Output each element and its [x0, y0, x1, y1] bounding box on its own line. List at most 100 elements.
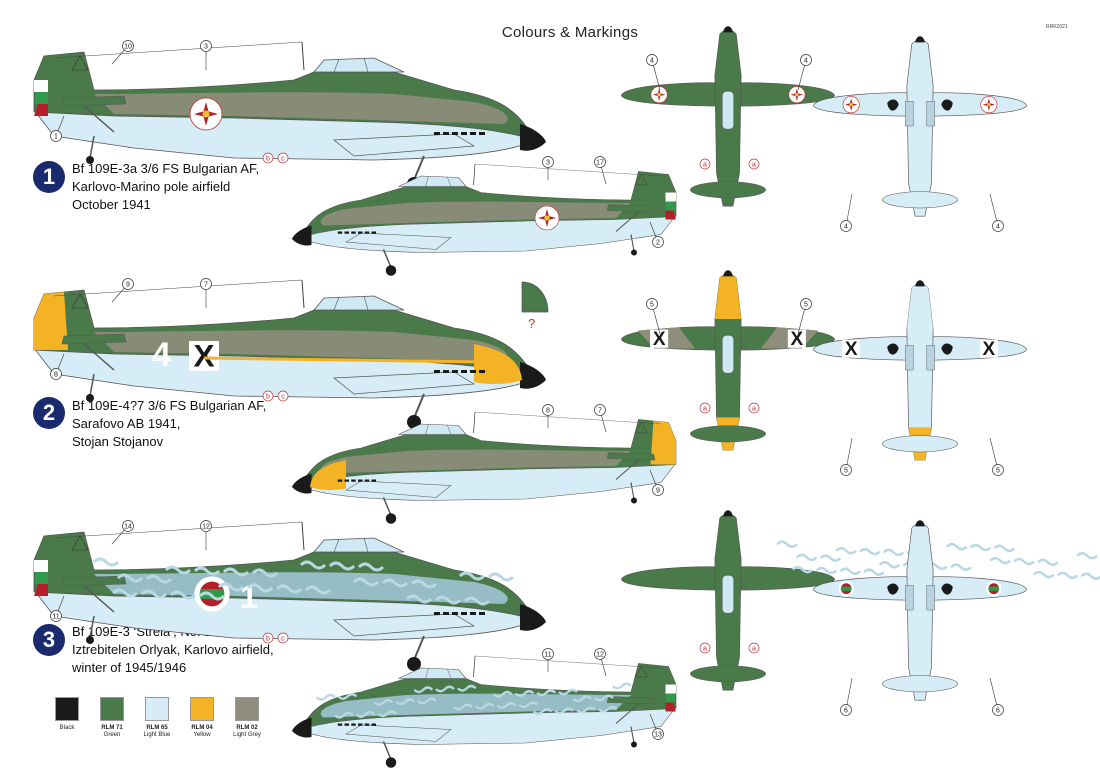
callout-c-label: c	[281, 393, 285, 400]
callout-a-2-label: a	[752, 405, 756, 412]
tail-wheel	[631, 497, 637, 504]
exhaust-stub	[461, 612, 467, 615]
camo-squiggle	[514, 690, 535, 697]
wing-cross: X	[791, 329, 804, 350]
scheme-3-upper-view	[621, 510, 1100, 691]
canopy-frame	[425, 667, 429, 679]
camo-squiggle	[1056, 571, 1079, 580]
callout-left-1	[122, 520, 134, 532]
wing-cross: X	[653, 329, 666, 350]
camo-squiggle	[1013, 557, 1035, 566]
tail-strut	[83, 343, 115, 371]
exhaust-stub	[364, 479, 370, 482]
camo-squiggle	[576, 706, 596, 714]
rudder-stripe	[34, 584, 48, 596]
canopy	[721, 575, 735, 614]
camo-squiggle	[819, 554, 842, 562]
callout-c	[277, 152, 289, 164]
camo-squiggle	[989, 556, 1011, 565]
callout-left-1	[122, 40, 134, 52]
callout-bottom-2	[992, 704, 1004, 716]
antenna-mast	[301, 41, 305, 71]
callout-top-1-label: 5	[650, 301, 654, 308]
camo-squiggle	[333, 711, 354, 719]
spinner	[292, 473, 312, 494]
callout-b-label: b	[266, 393, 270, 400]
scheme-1-badge: 1	[33, 161, 65, 193]
rudder-stripe	[34, 560, 48, 572]
callout-bottom-1	[840, 464, 852, 476]
camo-squiggle	[878, 561, 901, 569]
tailplane	[881, 675, 959, 693]
canopy-frame	[333, 538, 340, 553]
callout-bottom-1-label: 5	[844, 467, 848, 474]
tailplane	[61, 575, 127, 587]
callout-top-1-label: 4	[650, 57, 654, 64]
radiator	[905, 585, 914, 611]
main-gear-leg	[382, 741, 392, 760]
camo-squiggle	[1032, 570, 1055, 579]
callout-right-3	[652, 236, 664, 248]
rudder-stripe	[34, 92, 48, 104]
callout-left-2-label: 3	[204, 43, 208, 50]
scheme-3-lower-view	[813, 520, 1027, 701]
callout-b-label: b	[266, 155, 270, 162]
exhaust-stub	[479, 612, 485, 615]
antenna-wire	[474, 655, 662, 669]
canopy	[313, 537, 405, 553]
legend-swatch-rlm65: RLM 65 Light Blue	[142, 697, 172, 745]
exhaust-stub	[470, 370, 476, 373]
camo-squiggle	[463, 596, 491, 606]
antenna-mast	[473, 655, 476, 678]
callout-bottom-2	[992, 464, 1004, 476]
exhaust-stub	[371, 723, 376, 726]
camo-squiggle	[355, 711, 376, 718]
legend-swatch-rlm04: RLM 04 Yellow	[187, 697, 217, 745]
tailplane	[61, 333, 127, 345]
rudder-stripe	[34, 104, 48, 116]
main-gear-leg	[382, 249, 392, 268]
tailplane	[689, 181, 767, 199]
canopy-frame	[363, 537, 369, 553]
callout-a-1	[699, 402, 711, 414]
wing-roundel-center	[849, 102, 853, 107]
callout-right-2	[594, 648, 606, 660]
tailplane	[606, 696, 656, 705]
canopy-frame	[425, 423, 429, 435]
camo-squiggle	[946, 543, 968, 551]
exhaust-stub	[351, 479, 356, 482]
camo-squiggle	[518, 701, 539, 709]
tailplane	[881, 191, 959, 209]
camo-squiggle	[1037, 558, 1059, 566]
exhaust-stub	[434, 132, 440, 135]
fuselage-side-band	[320, 449, 631, 474]
camo-squiggle	[835, 547, 857, 555]
exhaust-stub	[351, 231, 356, 234]
rudder-stripe	[665, 693, 676, 703]
tail-strut	[615, 459, 639, 480]
canopy-frame	[425, 175, 429, 187]
tail-strut	[615, 703, 639, 724]
callout-c-label: c	[281, 155, 285, 162]
callout-left-2	[200, 40, 212, 52]
exhaust-stub	[452, 612, 458, 615]
camo-squiggle	[1080, 572, 1100, 580]
fuselage-roundel-ring	[194, 576, 230, 612]
camo-squiggle	[251, 568, 279, 578]
callout-a-1-label: a	[703, 405, 707, 412]
callout-left-2-label: 7	[204, 281, 208, 288]
callout-a-1-label: a	[703, 161, 707, 168]
camo-squiggle	[487, 572, 515, 582]
wing-cross-bg	[842, 339, 861, 358]
antenna-wire	[53, 279, 303, 297]
main-wheel	[385, 757, 397, 768]
antenna-wire	[474, 411, 662, 425]
callout-top-2	[800, 298, 812, 310]
rudder-detail-shape	[521, 281, 549, 313]
camo-squiggle	[859, 547, 881, 556]
antenna-mast	[473, 411, 476, 434]
callout-right-1	[542, 404, 554, 416]
callout-right-2-label: 7	[598, 407, 602, 414]
exhaust-stub	[452, 132, 458, 135]
scheme-1-upper-view	[621, 26, 835, 207]
